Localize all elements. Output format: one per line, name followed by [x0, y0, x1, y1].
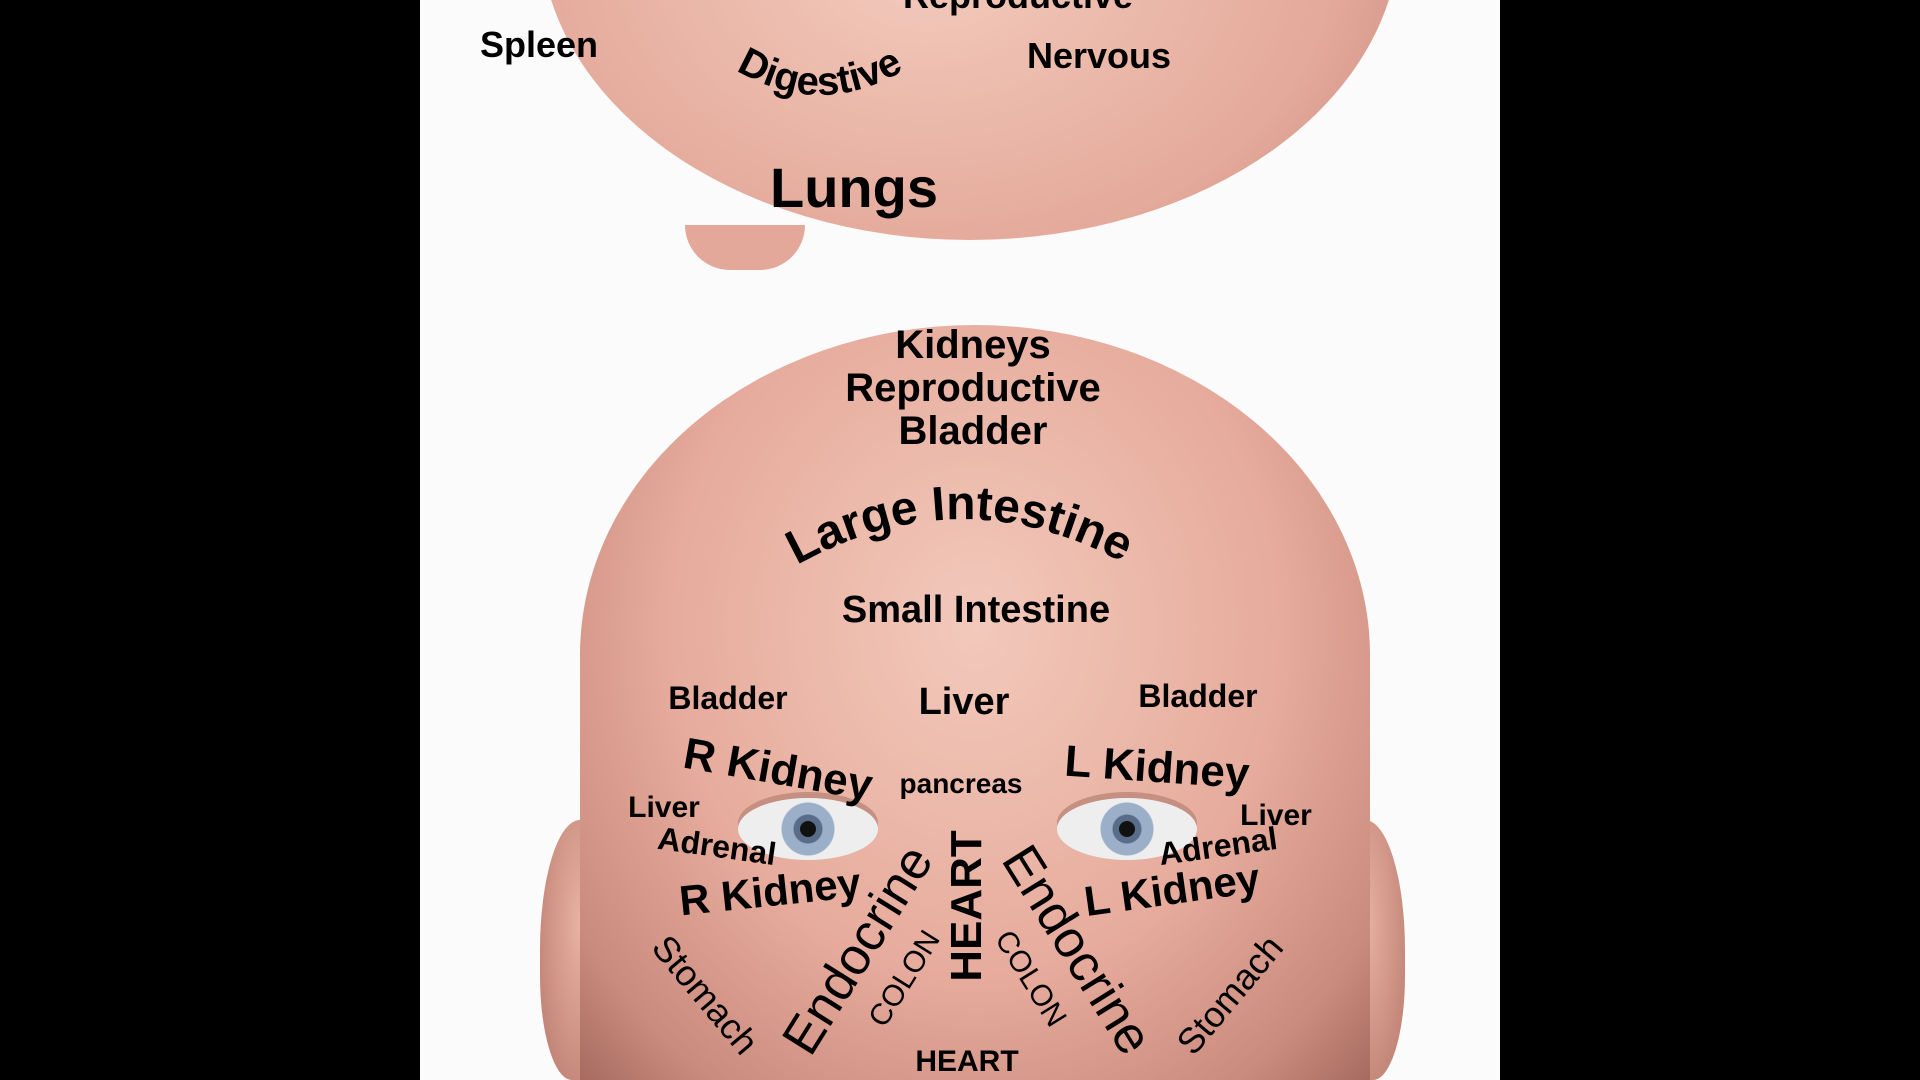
face-map-diagram: Digestive Large Intestine Reproductive S…: [420, 0, 1500, 1080]
label-large-intestine: Large Intestine: [778, 477, 1142, 575]
left-eye: [738, 798, 878, 860]
label-bladder-top: Bladder: [898, 409, 1048, 453]
right-eye: [1057, 798, 1197, 860]
label-liver-left: Liver: [628, 791, 700, 824]
label-liver-center: Liver: [918, 681, 1010, 723]
label-reproductive-top-view: Reproductive: [903, 0, 1133, 14]
front-view-head: [580, 325, 1370, 1080]
label-spleen: Spleen: [479, 24, 599, 65]
label-reproductive: Reproductive: [845, 366, 1101, 410]
arc-labels: Digestive Large Intestine: [732, 39, 1142, 575]
label-pancreas: pancreas: [899, 768, 1023, 799]
label-kidneys: Kidneys: [895, 323, 1051, 367]
label-small-intestine: Small Intestine: [841, 589, 1111, 631]
label-heart-nose: HEART: [942, 830, 991, 982]
label-nervous: Nervous: [1026, 35, 1172, 76]
label-heart-bottom: HEART: [915, 1045, 1019, 1078]
label-liver-right: Liver: [1240, 799, 1312, 832]
label-digestive: Digestive: [732, 39, 909, 104]
label-lungs: Lungs: [770, 156, 938, 219]
label-bladder-right: Bladder: [1138, 678, 1258, 714]
label-bladder-left: Bladder: [668, 680, 788, 716]
